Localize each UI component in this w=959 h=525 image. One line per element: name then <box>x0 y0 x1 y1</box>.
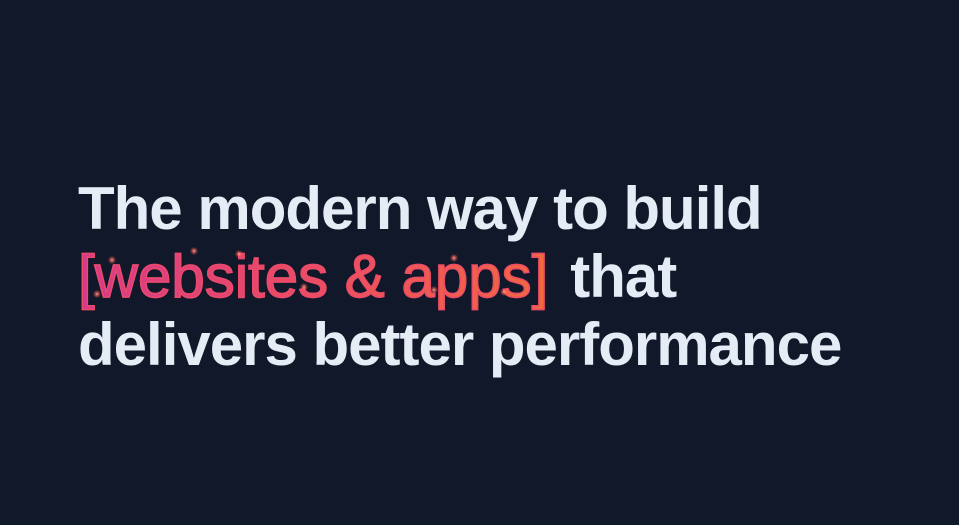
headline-line-3: delivers better performance <box>78 311 842 378</box>
highlighted-phrase: [websites & apps] <box>77 242 549 310</box>
headline-line-2-rest: that <box>570 243 677 310</box>
hero-headline: The modern way to build [websites & apps… <box>77 175 938 379</box>
headline-line-1: The modern way to build <box>78 175 763 242</box>
hero-section: The modern way to build [websites & apps… <box>77 175 938 379</box>
headline-line-2: [websites & apps] that <box>77 242 938 311</box>
